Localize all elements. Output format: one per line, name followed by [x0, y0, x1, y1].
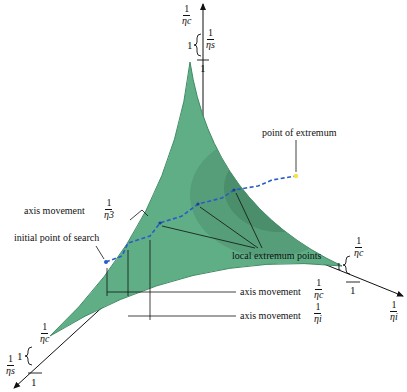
numerator: 1: [314, 302, 321, 314]
annotation-label: 1: [17, 350, 23, 362]
fraction: 1ηc: [40, 322, 49, 344]
search-path: [106, 176, 296, 262]
numerator: 1: [41, 322, 48, 334]
fraction: 1ηc: [182, 4, 191, 26]
denominator: ηc: [314, 290, 323, 301]
annotation-label: 1: [200, 62, 206, 74]
numerator: 1: [105, 198, 112, 210]
denominator: ηc: [354, 248, 363, 259]
numerator: 1: [355, 236, 362, 248]
annotation-label: 1: [31, 376, 37, 388]
annotation-label: 1: [336, 260, 342, 272]
annotation-label: local extremum points: [232, 250, 321, 261]
annotation-label: axis movement: [24, 205, 85, 216]
denominator: ηc: [40, 334, 49, 345]
numerator: 1: [207, 28, 214, 40]
fraction: 1ηi: [314, 302, 322, 324]
annotation-label: axis movement: [240, 310, 301, 321]
fraction: 1ηc: [314, 278, 323, 300]
numerator: 1: [183, 4, 190, 16]
annotation-label: 1: [350, 284, 356, 296]
fraction: 1ηi: [390, 300, 398, 322]
denominator: η3: [104, 210, 114, 221]
annotation-label: initial point of search: [14, 232, 99, 243]
unit-brace: [25, 34, 360, 373]
fraction: 1η3: [104, 198, 114, 220]
fraction: 1ηc: [354, 236, 363, 258]
fraction: 1ηs: [206, 28, 215, 50]
numerator: 1: [315, 278, 322, 290]
denominator: ηs: [206, 40, 215, 51]
fraction: 1ηs: [6, 354, 15, 376]
denominator: ηi: [314, 314, 322, 325]
annotation-label: point of extremum: [262, 127, 336, 138]
numerator: 1: [390, 300, 397, 312]
denominator: ηs: [6, 366, 15, 377]
denominator: ηi: [390, 312, 398, 323]
annotation-label: 1: [187, 39, 193, 51]
annotation-label: axis movement: [240, 286, 301, 297]
denominator: ηc: [182, 16, 191, 27]
numerator: 1: [7, 354, 14, 366]
